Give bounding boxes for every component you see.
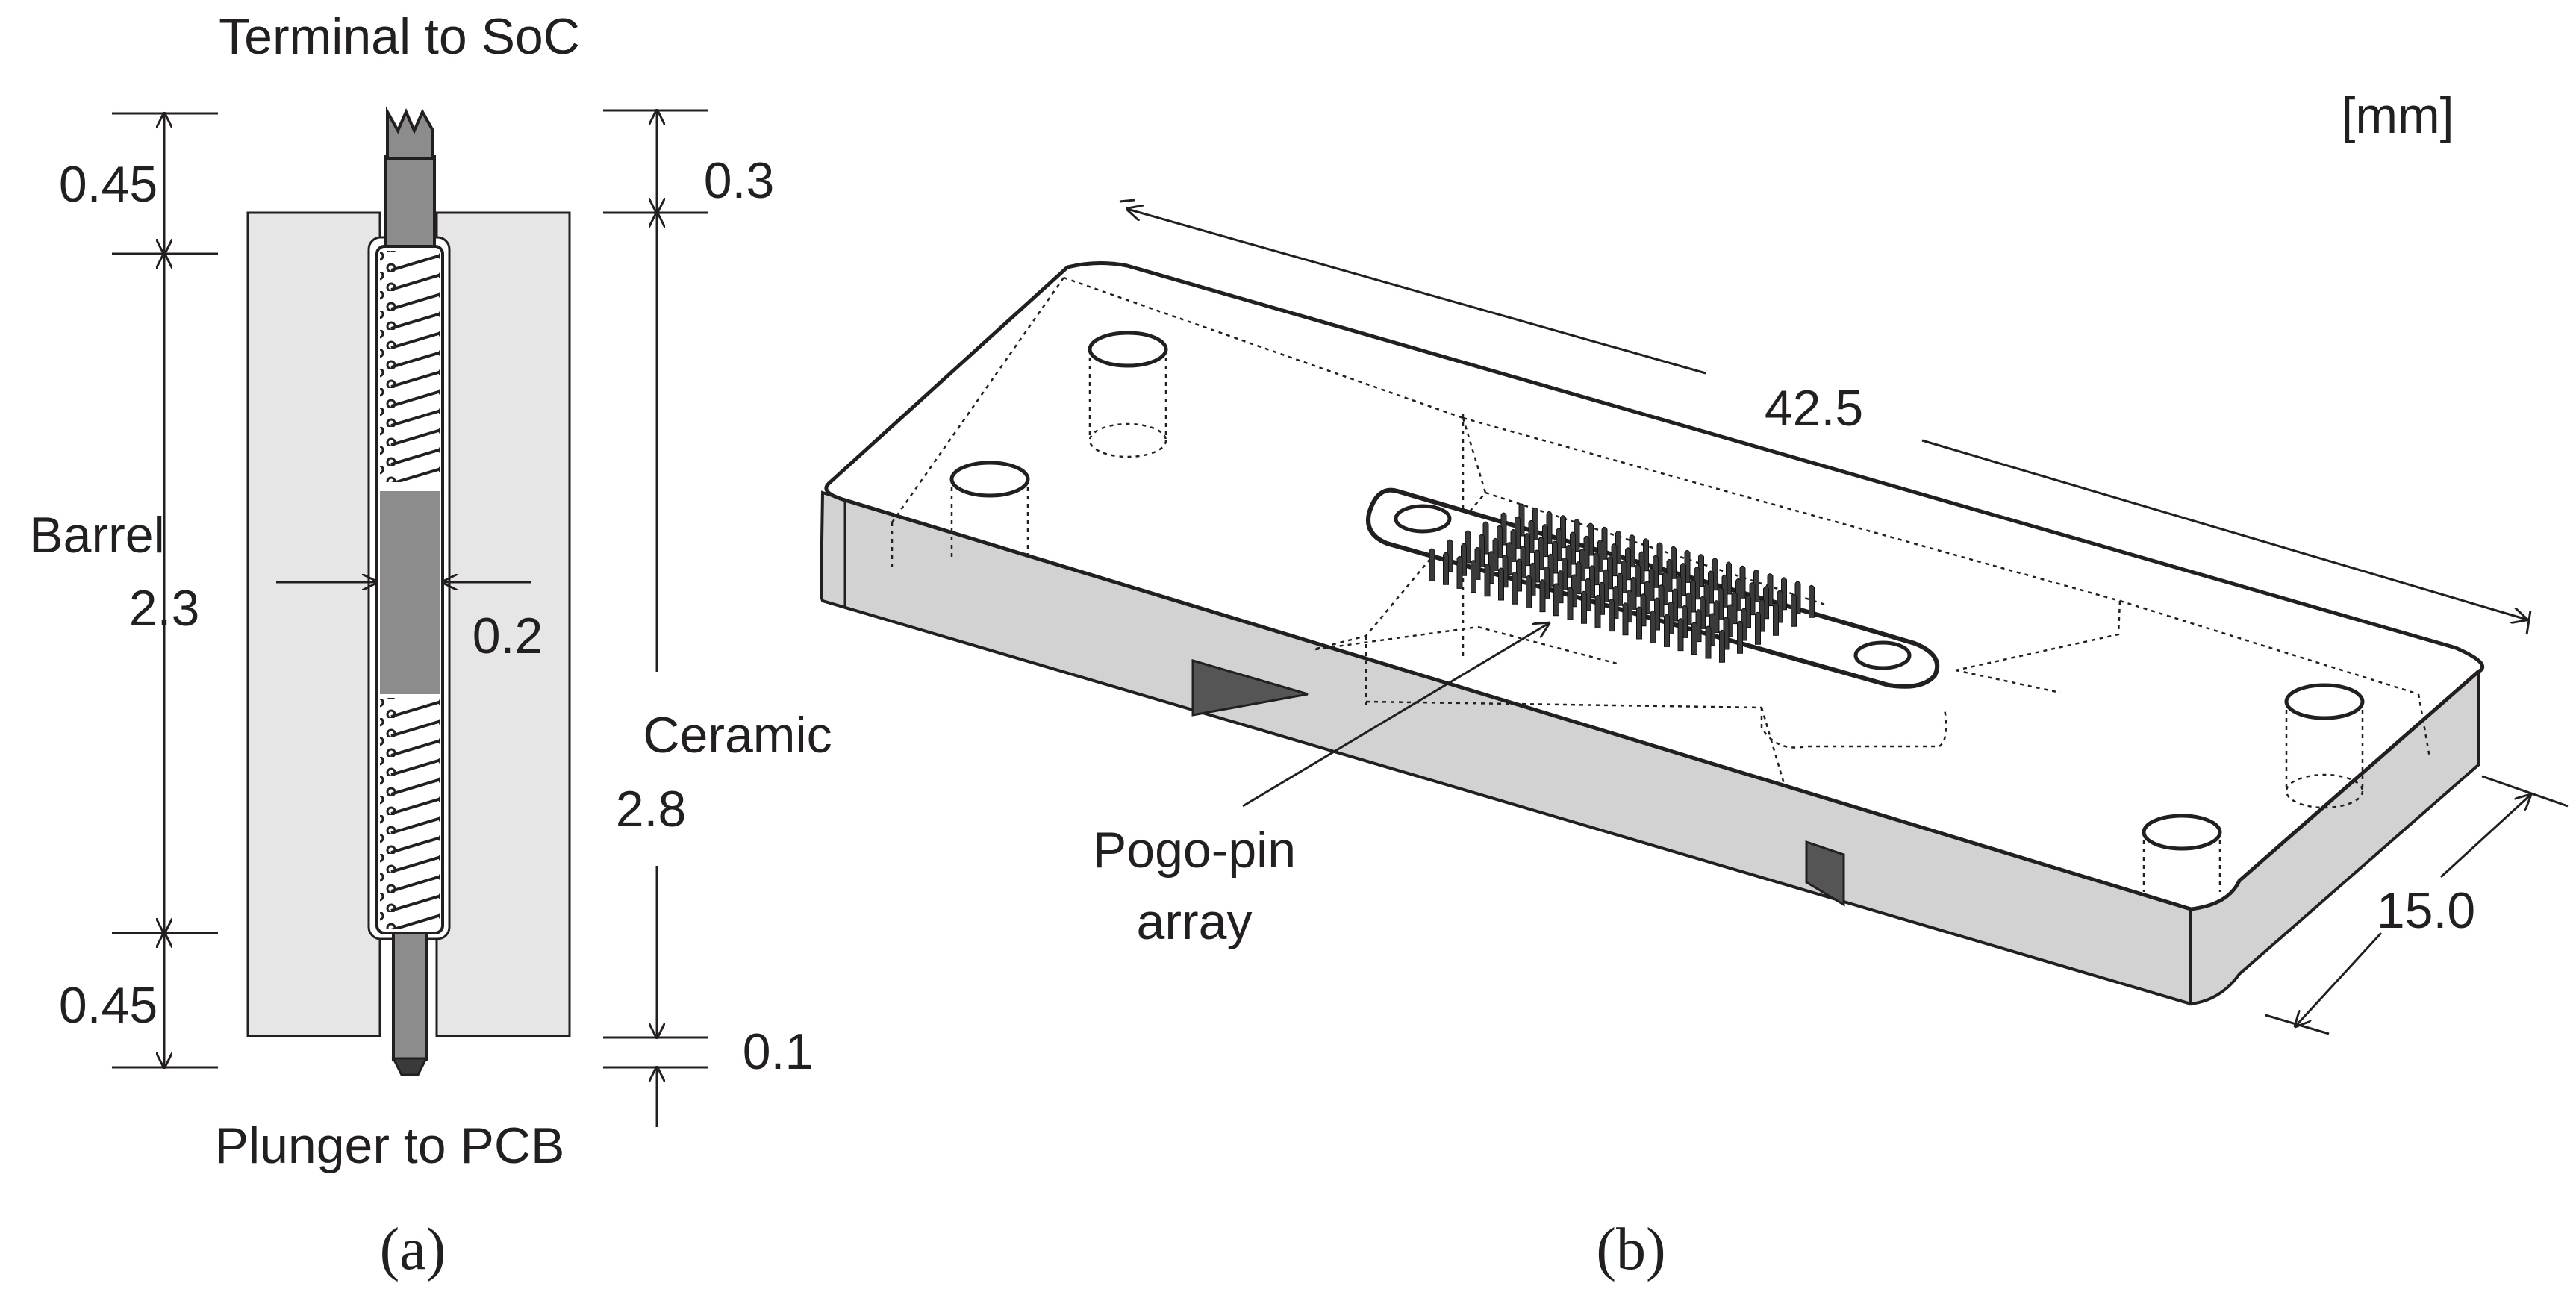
spring-upper	[380, 251, 440, 482]
spring-lower	[380, 698, 440, 929]
pogo-pin	[1553, 583, 1559, 617]
unit-label: [mm]	[2341, 87, 2454, 144]
caption-a: (a)	[380, 1217, 446, 1282]
pogo-pin	[1773, 602, 1779, 636]
pogo-pin	[1622, 602, 1629, 636]
array-label-line1: Pogo-pin	[1093, 822, 1296, 879]
array-leader-line	[1242, 623, 1549, 808]
plunger-label: Plunger to PCB	[215, 1117, 565, 1174]
ceramic-right-block	[435, 211, 571, 1037]
pogo-pin	[1512, 571, 1518, 605]
mount-hole-4	[2142, 814, 2222, 892]
dim-width-label: 15.0	[2377, 882, 2475, 939]
caption-b: (b)	[1596, 1217, 1665, 1282]
dim-bottom-offset: 0.1	[743, 1023, 814, 1080]
left-dimensions	[112, 113, 531, 1067]
panel-a-pogo-pin-cross-section: Terminal to SoC Plunger to PCB 0.45 Barr…	[29, 8, 832, 1282]
pogo-pin	[1456, 555, 1463, 589]
pogo-pin	[1636, 606, 1642, 640]
pogo-pin	[1650, 610, 1656, 643]
pogo-pin	[1484, 564, 1491, 597]
terminal-label: Terminal to SoC	[219, 8, 580, 65]
carrier-hole-left	[1394, 504, 1452, 534]
dim-length-label: 42.5	[1765, 380, 1863, 437]
carrier-hole-right	[1853, 640, 1912, 670]
notch-right	[1805, 840, 1845, 907]
pogo-pin	[1498, 567, 1504, 601]
pogo-pin	[1791, 593, 1797, 627]
pogo-pin	[1443, 552, 1449, 585]
pogo-pin	[1429, 548, 1435, 581]
dim-terminal-length: 0.45	[59, 156, 158, 213]
notch-left	[1191, 658, 1309, 717]
pogo-pin	[1664, 614, 1670, 647]
hidden-edges	[891, 276, 2431, 784]
mount-hole-3	[2284, 683, 2365, 809]
plunger	[391, 932, 428, 1076]
ceramic-left-block	[246, 211, 381, 1037]
pogo-pin	[1594, 594, 1601, 628]
terminal-tip	[384, 106, 436, 248]
dim-length-arrows	[1119, 199, 2532, 635]
dim-width-arrows	[2265, 775, 2569, 1035]
mount-hole-1	[1088, 331, 1168, 458]
pogo-pin	[1581, 590, 1587, 624]
pogo-pin	[1719, 629, 1725, 663]
pogo-pin	[1809, 584, 1815, 618]
pogo-pin-array	[1429, 503, 1815, 663]
pogo-pin	[1737, 620, 1743, 654]
pogo-pin	[1755, 611, 1761, 645]
mount-hole-2	[949, 461, 1030, 560]
pogo-pin	[1567, 587, 1574, 620]
pogo-pin	[1691, 622, 1697, 655]
right-dimensions	[603, 110, 708, 1127]
pogo-pin	[1609, 599, 1615, 632]
array-label-line2: array	[1137, 893, 1253, 950]
dim-barrel-length: 2.3	[129, 580, 200, 637]
pogo-pin	[1526, 575, 1532, 608]
panel-b-pogo-pin-module: [mm] 42.5 15.0 Pogo-pin array (b)	[819, 87, 2569, 1282]
pogo-pin	[1705, 625, 1712, 659]
module-front-face	[819, 490, 2192, 1006]
dim-plunger-length: 0.45	[59, 977, 158, 1034]
pogo-pin	[1677, 618, 1684, 652]
pogo-pin	[1471, 560, 1476, 593]
dim-width: 0.2	[473, 608, 543, 664]
barrel-core	[380, 491, 440, 694]
pogo-pin	[1539, 579, 1546, 613]
dim-ceramic-length: 2.8	[616, 781, 687, 837]
dim-barrel-name: Barrel	[29, 507, 164, 564]
dim-top-offset: 0.3	[704, 152, 775, 209]
dim-ceramic-name: Ceramic	[643, 707, 832, 764]
